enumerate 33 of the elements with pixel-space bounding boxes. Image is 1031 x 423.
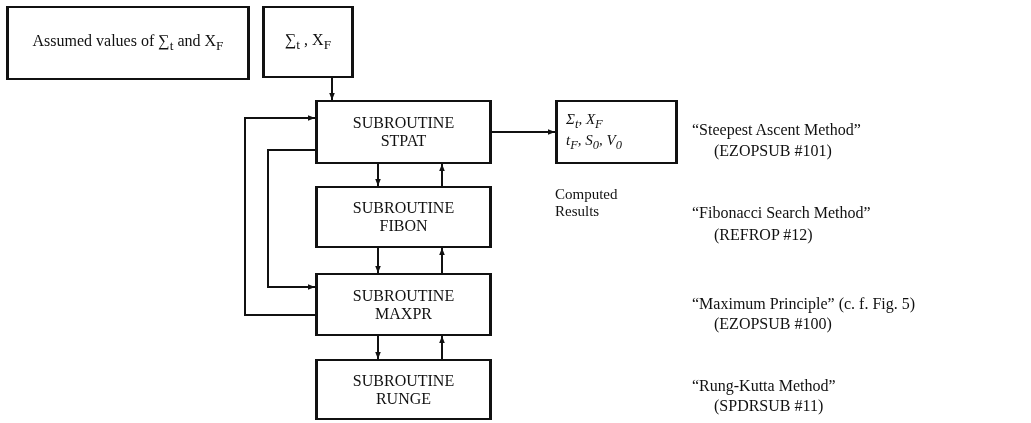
box-text: SUBROUTINE FIBON [351, 199, 456, 235]
subroutine-box [315, 273, 492, 336]
box-text: Σ$_{t}$, X$_{F}$ [566, 111, 603, 132]
method-name: “Maximum Principle” (c. f. Fig. 5) [692, 296, 916, 312]
program-reference: (SPDRSUB #11) [714, 398, 824, 414]
arrow [244, 115, 316, 316]
method-name: “Fibonacci Search Method” [692, 205, 871, 221]
program-reference: (EZOPSUB #101) [714, 143, 832, 159]
box-text: Assumed values of ∑$_{t}$ and X$_{F}$ [32, 32, 224, 54]
arrow [329, 77, 335, 101]
process-box [6, 6, 250, 80]
box-text: SUBROUTINE STPAT [351, 114, 456, 150]
arrow [491, 129, 556, 135]
box-text: SUBROUTINE RUNGE [351, 371, 456, 408]
arrow [375, 163, 381, 187]
subroutine-box [315, 359, 492, 420]
subroutine-box [315, 186, 492, 248]
result-box [555, 100, 678, 164]
box-text: t$_{F}$, S$_{0}$, V$_{0}$ [566, 132, 622, 153]
arrow [439, 163, 445, 187]
program-reference: (REFROP #12) [714, 227, 813, 243]
program-reference: (EZOPSUB #100) [714, 316, 832, 332]
arrow [375, 335, 381, 360]
arrow [375, 247, 381, 274]
caption-text: Computed Results [555, 186, 619, 219]
subroutine-box [315, 100, 492, 164]
arrow [439, 335, 445, 360]
method-name: “Rung-Kutta Method” [692, 378, 836, 394]
arrow [439, 247, 445, 274]
box-text: ∑$_{t}$ , X$_{F}$ [284, 31, 332, 53]
process-box [262, 6, 354, 78]
arrow [267, 149, 316, 290]
box-text: SUBROUTINE MAXPR [351, 286, 456, 323]
